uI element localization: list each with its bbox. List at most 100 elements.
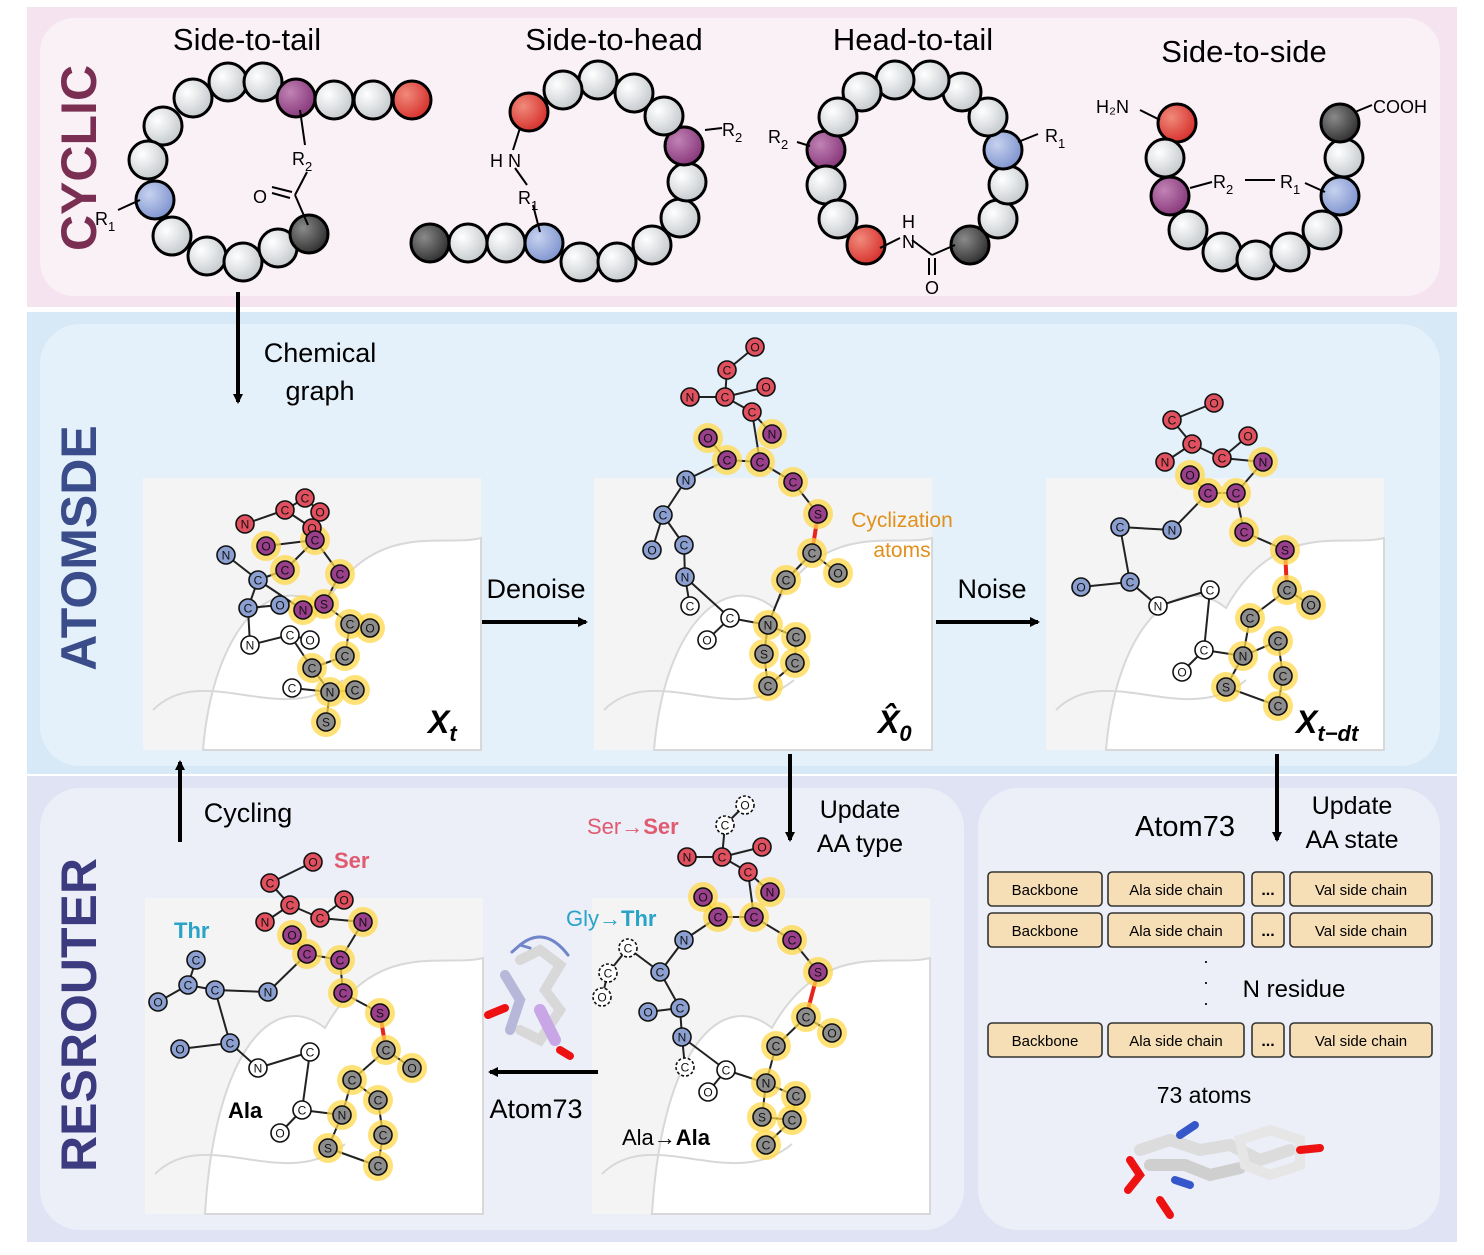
svg-text:N: N xyxy=(1154,600,1163,614)
svg-text:C: C xyxy=(656,966,665,980)
svg-text:N: N xyxy=(299,604,308,618)
svg-text:C: C xyxy=(286,899,295,913)
svg-text:O: O xyxy=(703,1086,712,1100)
svg-text:C: C xyxy=(339,987,348,1001)
head-to-tail-bead xyxy=(982,129,1024,171)
head-to-tail-bead xyxy=(967,96,1009,138)
n-residue-label: N residue xyxy=(1243,976,1346,1003)
svg-text:C: C xyxy=(311,534,320,548)
side-to-head-hn: H N xyxy=(490,151,521,171)
svg-text:S: S xyxy=(760,648,768,662)
svg-text:C: C xyxy=(762,1139,771,1153)
svg-text:N: N xyxy=(764,619,773,633)
svg-text:N: N xyxy=(1259,456,1268,470)
side-to-side-h2n: H₂N xyxy=(1096,97,1129,117)
side-to-side-r1: R1 xyxy=(1280,172,1300,197)
head-to-tail-bead xyxy=(909,59,951,101)
table-cell-text: Backbone xyxy=(1012,882,1079,899)
table-cell-text: Val side chain xyxy=(1315,882,1407,899)
svg-text:O: O xyxy=(702,634,711,648)
side-to-head-bead xyxy=(631,224,673,266)
head-to-tail-o: O xyxy=(925,278,939,298)
svg-text:O: O xyxy=(761,381,770,395)
svg-text:O: O xyxy=(698,891,707,905)
svg-text:N: N xyxy=(678,1031,687,1045)
side-to-head-bead xyxy=(523,222,565,264)
svg-text:O: O xyxy=(275,1127,284,1141)
side-to-tail-bead xyxy=(222,241,264,283)
side-to-tail-o: O xyxy=(253,187,267,207)
head-to-tail-bead xyxy=(987,164,1029,206)
head-to-tail-linker xyxy=(796,133,1039,275)
table-cell xyxy=(987,912,1103,948)
table-cell xyxy=(1251,912,1285,948)
svg-text:O: O xyxy=(643,1006,652,1020)
ala-label: Ala xyxy=(228,1098,263,1123)
table-cell-text: Ala side chain xyxy=(1129,923,1222,940)
table-cell-text: Backbone xyxy=(1012,1033,1079,1050)
table-cell xyxy=(1107,912,1245,948)
side-to-head-bead xyxy=(508,91,550,133)
head-to-tail-bead xyxy=(949,224,991,266)
table-cell-text: Val side chain xyxy=(1315,1033,1407,1050)
side-to-tail-bead xyxy=(242,61,284,103)
side-to-head-bead xyxy=(663,125,705,167)
svg-text:O: O xyxy=(1177,666,1186,680)
svg-text:C: C xyxy=(1274,700,1283,714)
table-cell xyxy=(1289,1022,1433,1058)
svg-text:C: C xyxy=(281,564,290,578)
svg-text:O: O xyxy=(757,841,766,855)
table-cell-text: Ala side chain xyxy=(1129,1033,1222,1050)
svg-text:C: C xyxy=(792,631,801,645)
cyclic-panel xyxy=(40,18,1440,296)
cycling-label: Cycling xyxy=(204,798,293,828)
svg-text:O: O xyxy=(287,929,296,943)
ser-label: Ser xyxy=(334,848,370,873)
svg-text:C: C xyxy=(379,1129,388,1143)
svg-text:N: N xyxy=(683,851,692,865)
side-to-side-bead xyxy=(1144,137,1186,179)
side-to-side-bead xyxy=(1201,231,1243,273)
head-to-tail-h: H xyxy=(902,212,915,232)
svg-text:N: N xyxy=(261,916,270,930)
table-cell-text: ... xyxy=(1261,882,1274,899)
update-aa-type-label-1: Update xyxy=(820,796,901,824)
svg-text:C: C xyxy=(1232,487,1241,501)
side-to-side-linker xyxy=(1139,104,1373,193)
atoms-73-label: 73 atoms xyxy=(1157,1082,1252,1108)
svg-text:O: O xyxy=(407,1062,416,1076)
svg-text:O: O xyxy=(1185,469,1194,483)
side-to-head-bead xyxy=(542,69,584,111)
svg-text:O: O xyxy=(740,799,749,813)
side-to-head-bead xyxy=(559,241,601,283)
svg-text:N: N xyxy=(254,1062,263,1076)
gly-to-thr-label: Gly→Thr xyxy=(566,906,657,931)
svg-text:S: S xyxy=(1281,544,1289,558)
svg-text:O: O xyxy=(1243,430,1252,444)
title-side-to-tail: Side-to-tail xyxy=(173,22,321,57)
svg-text:C: C xyxy=(1204,487,1213,501)
svg-text:C: C xyxy=(750,911,759,925)
svg-text:C: C xyxy=(726,612,735,626)
side-to-head-bead xyxy=(577,59,619,101)
table-cell xyxy=(987,871,1103,907)
svg-text:N: N xyxy=(680,934,689,948)
svg-text:O: O xyxy=(175,1043,184,1057)
svg-text:S: S xyxy=(320,598,328,612)
svg-text:C: C xyxy=(336,568,345,582)
svg-text:C: C xyxy=(1168,414,1177,428)
svg-text:C: C xyxy=(316,912,325,926)
side-to-side-r2: R2 xyxy=(1213,172,1233,197)
svg-text:C: C xyxy=(1200,644,1209,658)
svg-text:C: C xyxy=(624,942,633,956)
svg-text:C: C xyxy=(281,504,290,518)
svg-text:O: O xyxy=(339,894,348,908)
side-to-side-bead xyxy=(1235,239,1277,281)
